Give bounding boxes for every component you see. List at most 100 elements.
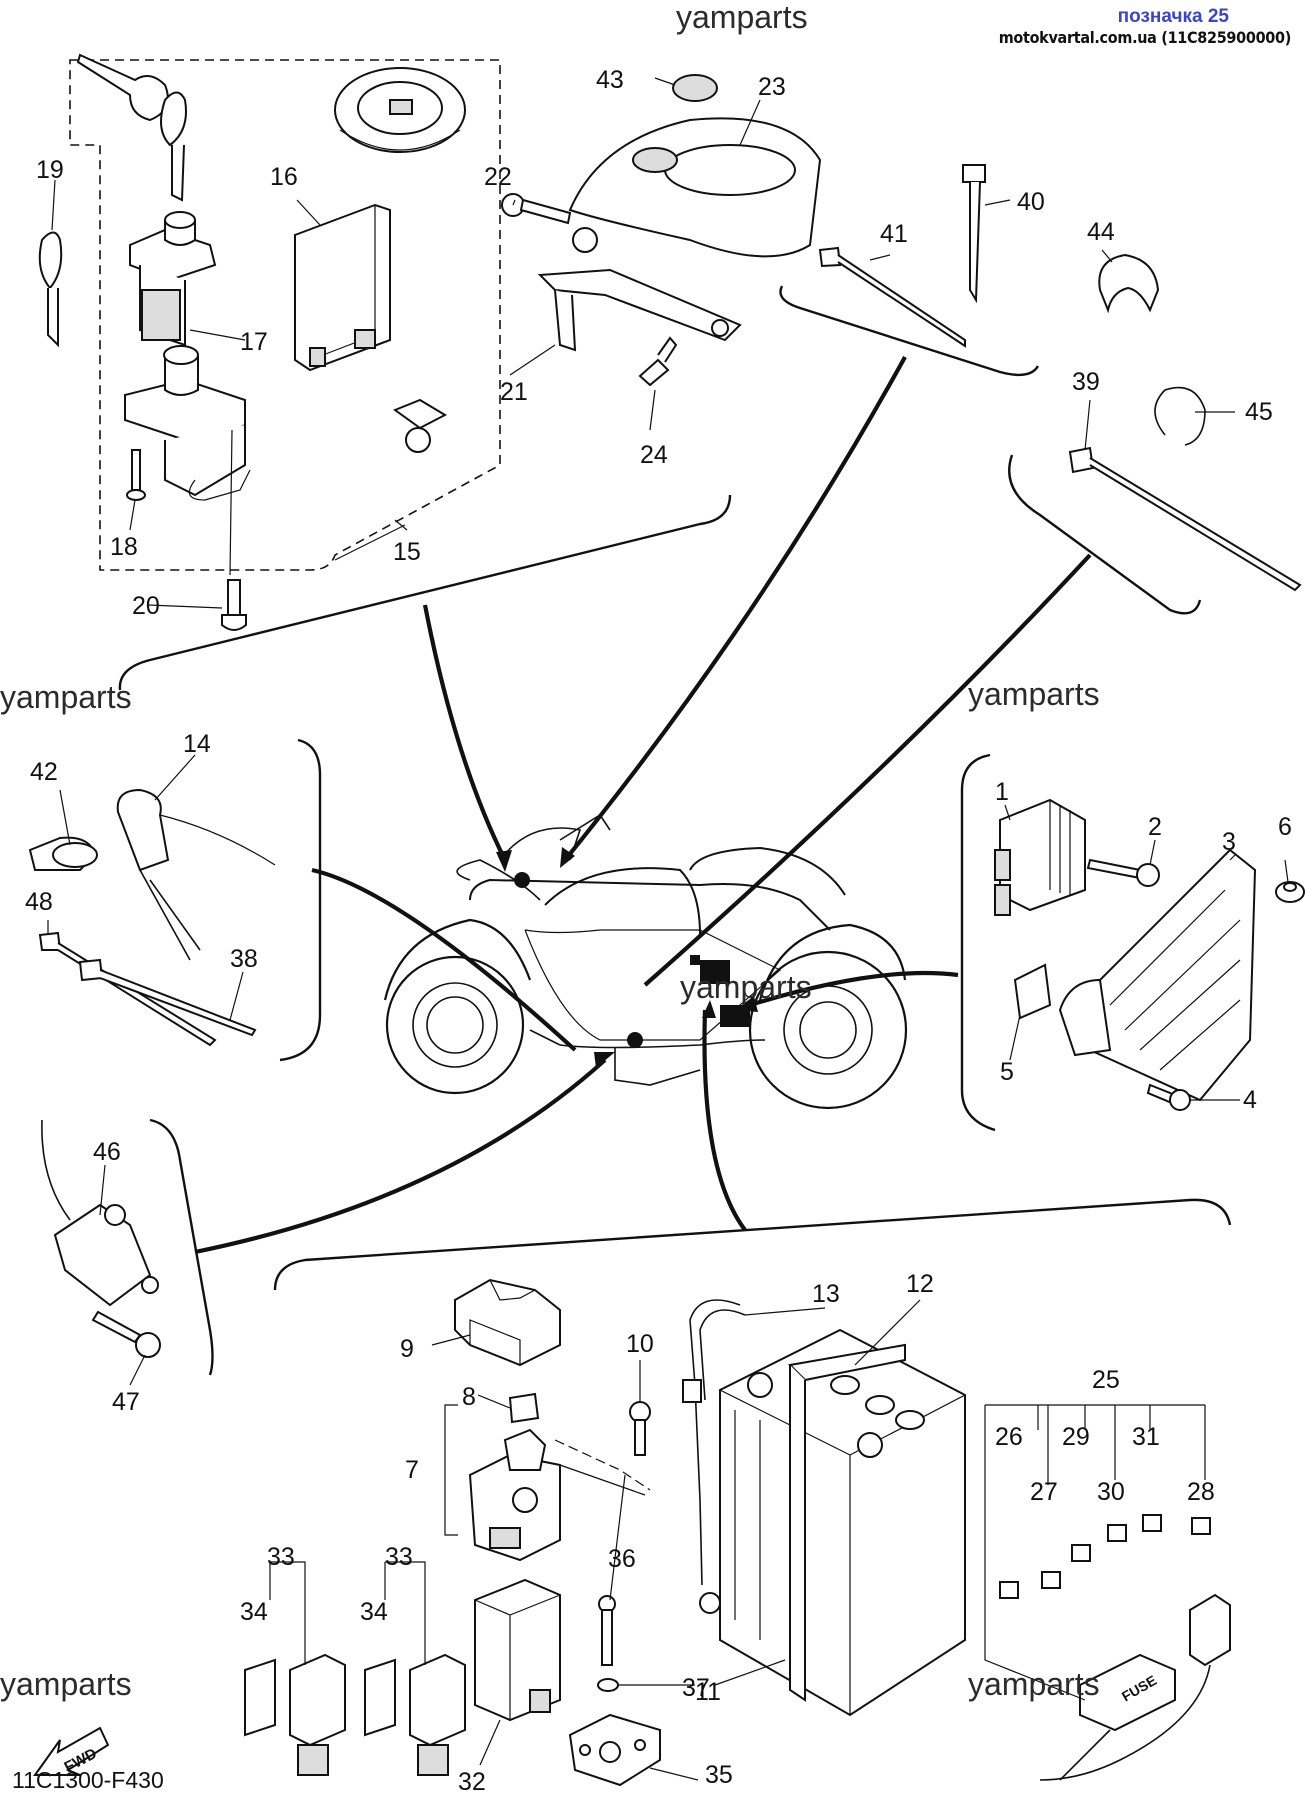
- callout-11: 11: [695, 1678, 721, 1706]
- cap-43-drawing: [672, 74, 718, 102]
- callout-4: 4: [1243, 1086, 1257, 1114]
- starter-relay-7-drawing: [468, 1428, 646, 1562]
- bracket-25: [984, 1404, 1206, 1701]
- callout-6: 6: [1278, 813, 1292, 841]
- watermark: yamparts: [968, 676, 1100, 712]
- callout-33: 33: [385, 1543, 413, 1571]
- battery-11-drawing: [719, 1328, 966, 1717]
- cable-tie-39-drawing: [1068, 446, 1302, 592]
- cable-tie-41-drawing: [818, 246, 966, 348]
- key-19-drawing: [38, 231, 63, 348]
- callout-42: 42: [30, 758, 58, 786]
- dashed-box-15: [69, 59, 501, 571]
- sensor-drawing: [392, 398, 448, 453]
- callout-39: 39: [1072, 368, 1100, 396]
- bolt-22-drawing: [501, 193, 572, 225]
- callout-41: 41: [880, 220, 908, 248]
- group-leaders: [194, 355, 1092, 1255]
- callout-8: 8: [462, 1383, 476, 1411]
- relay-32-drawing: [474, 1578, 561, 1722]
- steering-lock-drawing: [124, 345, 251, 501]
- callout-25: 25: [1092, 1366, 1120, 1394]
- callout-2: 2: [1148, 813, 1162, 841]
- bolt-10-drawing: [629, 1401, 651, 1456]
- callout-3: 3: [1222, 828, 1236, 856]
- callout-32: 32: [458, 1768, 486, 1796]
- callout-36: 36: [608, 1545, 636, 1573]
- callout-20: 20: [132, 592, 160, 620]
- callout-13: 13: [812, 1280, 840, 1308]
- callout-26: 26: [995, 1423, 1023, 1451]
- bracket-35-drawing: [568, 1713, 661, 1787]
- callout-47: 47: [112, 1388, 140, 1416]
- washer-37-drawing: [597, 1678, 619, 1692]
- sensor-14-drawing: [116, 788, 276, 961]
- fuse-box-25-drawing: [1039, 1593, 1231, 1781]
- sheet-5-drawing: [1013, 963, 1052, 1020]
- bracket-meter-group: [779, 285, 1040, 377]
- callout-14: 14: [183, 730, 211, 758]
- ignition-switch-17-drawing: [129, 211, 217, 347]
- bolt-47-drawing: [91, 1310, 161, 1358]
- callout-28: 28: [1187, 1478, 1215, 1506]
- callout-5: 5: [1000, 1058, 1014, 1086]
- sensor-46-drawing: [41, 1119, 159, 1307]
- callout-12: 12: [906, 1270, 934, 1298]
- watermarks: yamparts yamparts yamparts yamparts yamp…: [0, 0, 1100, 1702]
- relay-33-left-drawing: [244, 1653, 346, 1776]
- header-subtitle: motokvartal.com.ua (11C825900000): [998, 28, 1292, 47]
- screw-20-drawing: [221, 579, 247, 631]
- callout-43: 43: [596, 66, 624, 94]
- callout-1: 1: [995, 778, 1009, 806]
- callout-33: 33: [267, 1543, 295, 1571]
- key-set-drawing: [76, 53, 187, 202]
- callout-46: 46: [93, 1138, 121, 1166]
- grommet-6-drawing: [1275, 881, 1305, 903]
- bracket-33-left: [269, 1561, 306, 1665]
- callout-10: 10: [626, 1330, 654, 1358]
- callout-30: 30: [1097, 1478, 1125, 1506]
- clip-45-drawing: [1154, 386, 1206, 446]
- header-title: позначка 25: [1117, 6, 1229, 27]
- callout-19: 19: [36, 156, 64, 184]
- clamp-42-drawing: [28, 836, 98, 871]
- callout-9: 9: [400, 1335, 414, 1363]
- callout-15: 15: [393, 538, 421, 566]
- bracket-7-8: [444, 1404, 458, 1536]
- battery-band-12-drawing: [787, 1343, 906, 1702]
- ecu-16-drawing: [294, 203, 391, 372]
- bracket-right-group: [960, 753, 996, 1132]
- screw-18-drawing: [126, 449, 146, 501]
- watermark: yamparts: [680, 969, 812, 1005]
- callout-18: 18: [110, 533, 138, 561]
- meter-23-drawing: [568, 117, 822, 258]
- bracket-lower-left-group: [149, 1118, 214, 1376]
- fuses-drawing: [999, 1514, 1211, 1599]
- bracket-band-group: [1008, 454, 1202, 615]
- callout-48: 48: [25, 888, 53, 916]
- cable-tie-38-drawing: [78, 958, 257, 1037]
- callout-16: 16: [270, 163, 298, 191]
- callout-17: 17: [240, 328, 268, 356]
- clamp-44-drawing: [1098, 253, 1160, 314]
- relay-33-right-drawing: [364, 1653, 466, 1776]
- callout-29: 29: [1062, 1423, 1090, 1451]
- motorcycle-harness: [514, 872, 782, 1048]
- callout-44: 44: [1087, 218, 1115, 246]
- bracket-33-right: [384, 1561, 426, 1665]
- callout-34: 34: [240, 1598, 268, 1626]
- motorcycle-outline: [383, 813, 908, 1110]
- callout-37: 37: [682, 1674, 710, 1702]
- callout-31: 31: [1132, 1423, 1160, 1451]
- cover-9-drawing: [454, 1278, 561, 1367]
- lead-13-drawing: [682, 1299, 746, 1614]
- callout-7: 7: [405, 1456, 419, 1484]
- watermark: yamparts: [0, 1666, 132, 1702]
- fuel-cap-drawing: [334, 67, 466, 153]
- cable-tie-40-drawing: [962, 164, 986, 304]
- rectifier-1-drawing: [994, 798, 1086, 916]
- dash-connector-7-10: [554, 1439, 651, 1491]
- fuse-8-drawing: [508, 1392, 540, 1424]
- bracket-left-group: [279, 738, 322, 1062]
